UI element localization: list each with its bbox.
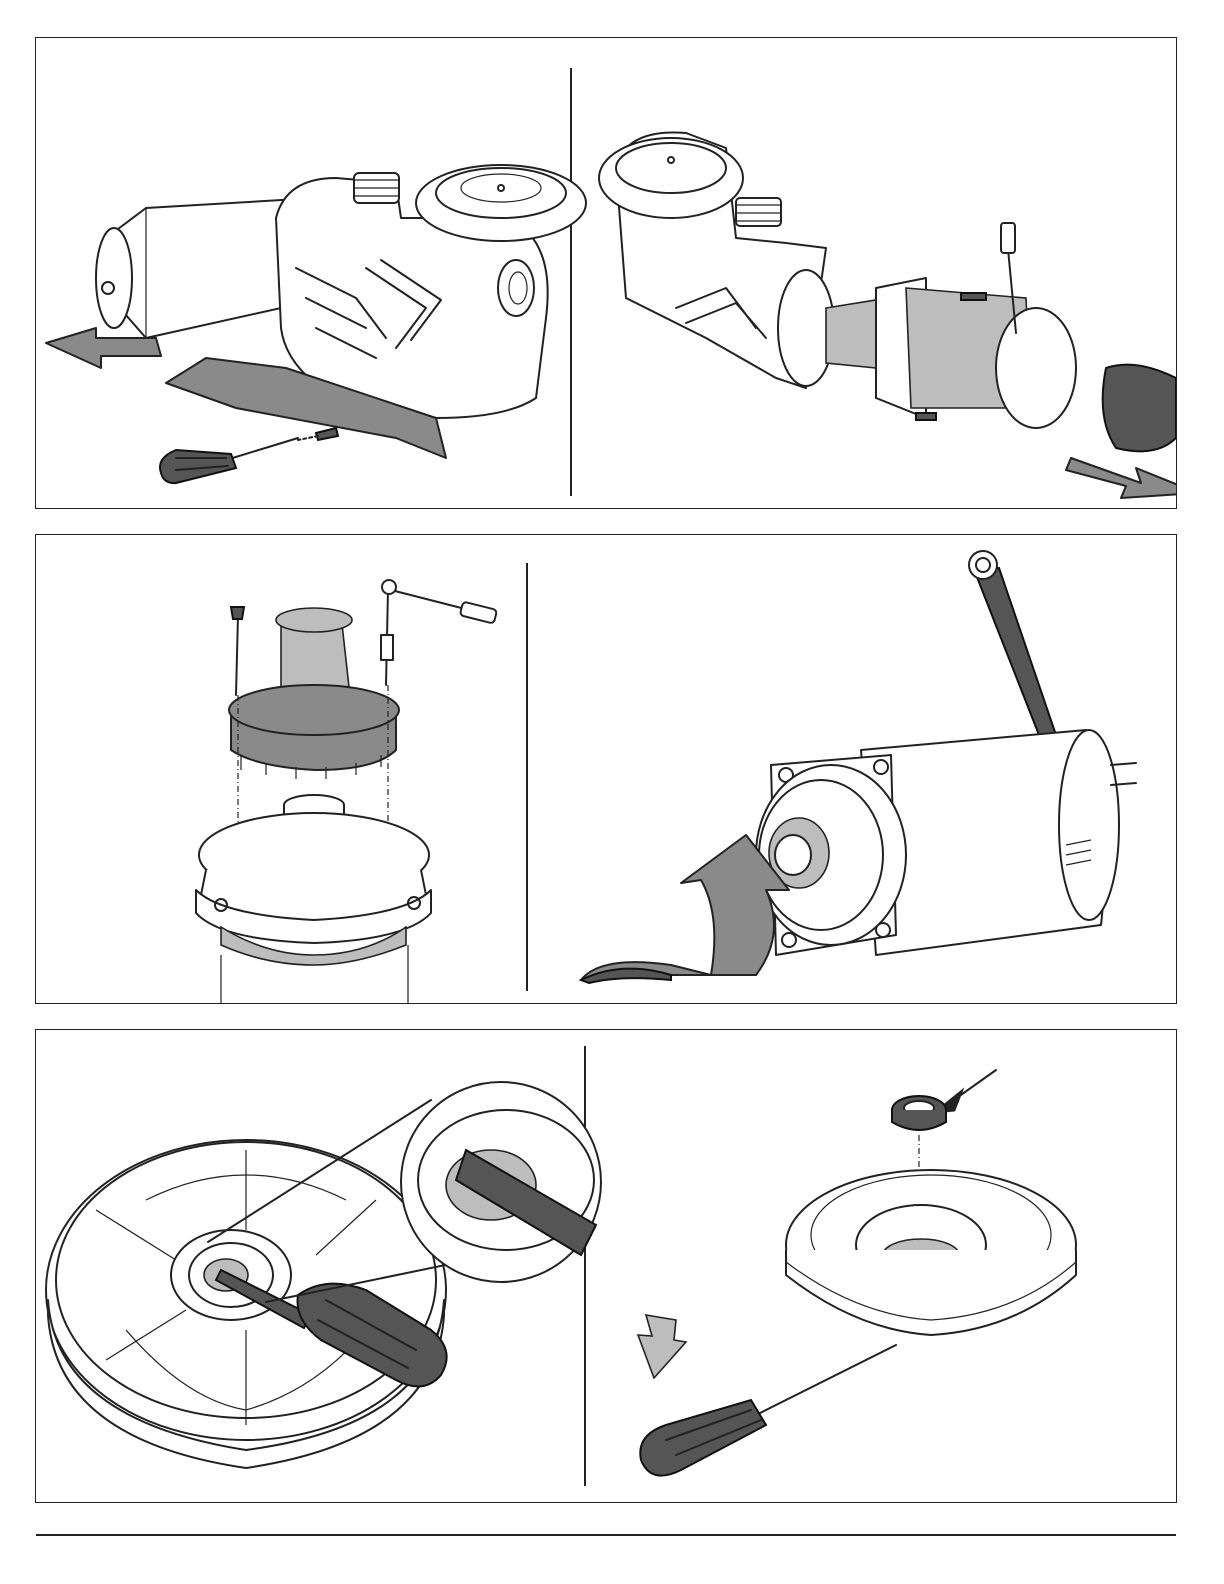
panel-1-divider [570,68,572,496]
panel-2-divider [526,563,528,991]
seal-install-illustration [586,1030,1176,1502]
pump-assembly-illustration [36,38,566,508]
seal-removal-illustration [36,1030,584,1502]
instruction-panel-1 [35,37,1177,509]
instruction-panel-2 [35,534,1177,1004]
diffuser-removal-illustration [36,535,526,1004]
motor-removal-illustration [576,38,1176,508]
footer-rule [36,1534,1176,1536]
instruction-panel-3 [35,1029,1177,1503]
impeller-removal-illustration [531,535,1171,1003]
